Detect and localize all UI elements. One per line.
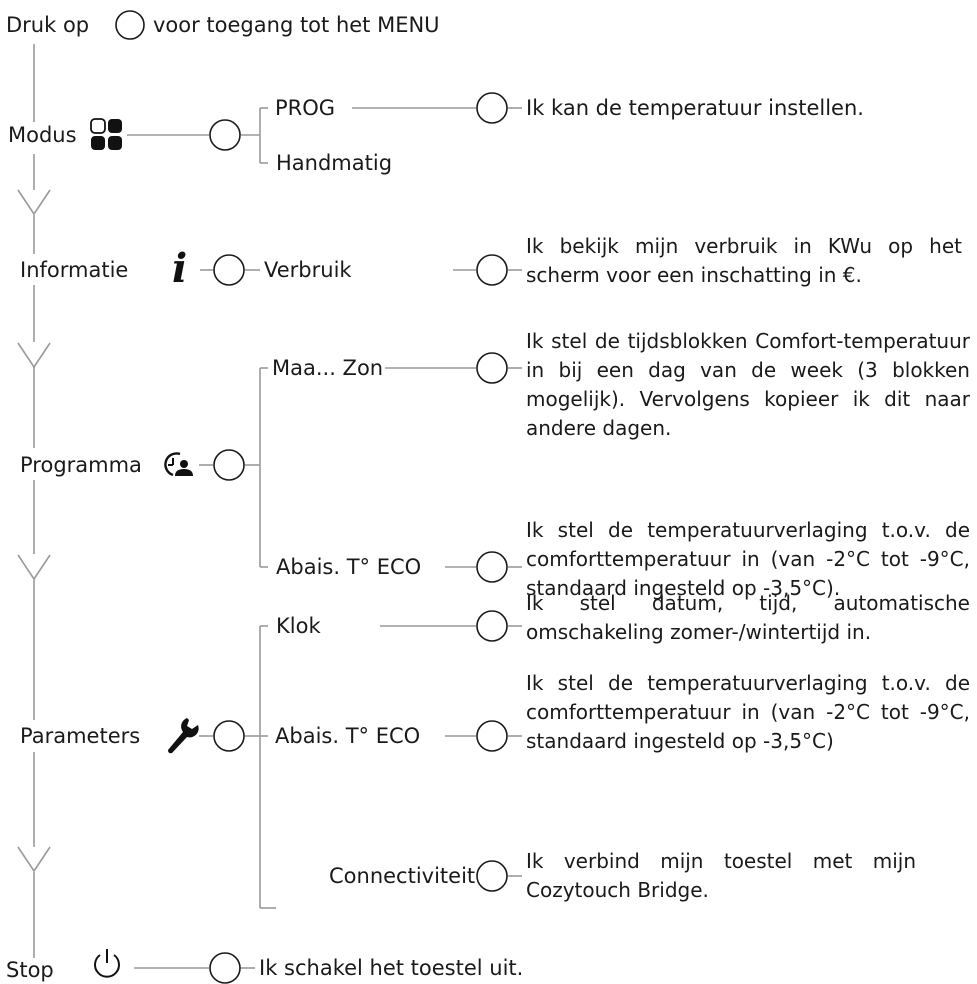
header-suffix: voor toegang tot het MENU xyxy=(153,13,440,37)
menu-label-informatie: Informatie xyxy=(20,258,129,282)
desc-stop: Ik schakel het toestel uit. xyxy=(259,956,524,980)
menu-label-stop: Stop xyxy=(6,958,54,982)
desc-verbruik: Ik bekijk mijn verbruik in KWu op het sc… xyxy=(526,234,962,287)
desc-prog: Ik kan de temperatuur instellen. xyxy=(526,96,864,120)
info-i-icon: i xyxy=(172,245,188,292)
wrench-icon xyxy=(168,718,199,754)
desc-abais-eco-param: Ik stel de temperatuurverlaging t.o.v. d… xyxy=(526,671,970,753)
option-handmatig: Handmatig xyxy=(276,151,393,175)
program-clock-person-icon xyxy=(164,452,193,477)
desc-connectiviteit: Ik verbind mijn toestel met mijn Cozytou… xyxy=(526,849,916,902)
header-prefix: Druk op xyxy=(6,13,90,37)
modes-grid-icon xyxy=(90,118,122,150)
option-verbruik: Verbruik xyxy=(264,258,352,282)
menu-label-programma: Programma xyxy=(20,453,142,477)
desc-klok: Ik stel datum, tijd, automatische omscha… xyxy=(526,591,970,644)
option-connectiviteit: Connectiviteit xyxy=(329,864,476,888)
menu-label-parameters: Parameters xyxy=(20,724,141,748)
desc-maa-zon: Ik stel de tijdsblokken Comfort-temperat… xyxy=(526,329,970,440)
option-prog: PROG xyxy=(275,96,336,120)
option-abais-eco-param: Abais. T° ECO xyxy=(275,724,421,748)
desc-abais-eco-prog: Ik stel de temperatuurverlaging t.o.v. d… xyxy=(526,518,970,600)
option-klok: Klok xyxy=(276,614,321,638)
option-maa-zon: Maa... Zon xyxy=(272,356,384,380)
menu-label-modus: Modus xyxy=(8,123,77,147)
option-abais-eco-prog: Abais. T° ECO xyxy=(276,555,422,579)
power-icon xyxy=(94,949,120,978)
